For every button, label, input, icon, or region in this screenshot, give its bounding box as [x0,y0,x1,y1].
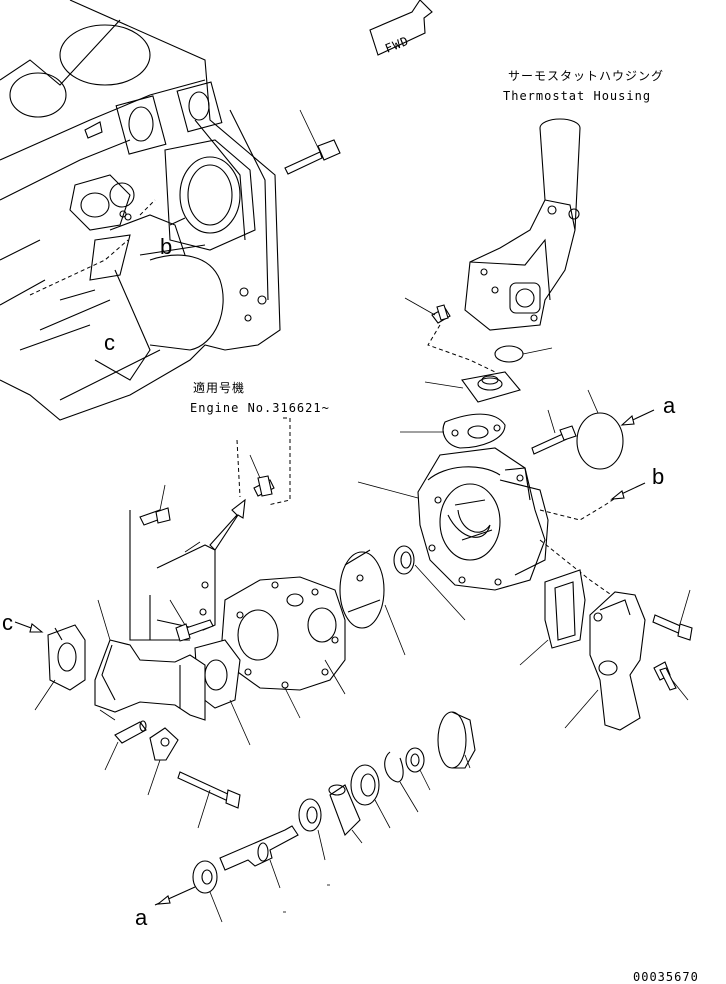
outlet-elbow [564,591,646,731]
pump-cover-plate [221,576,346,719]
housing-bolt [404,297,496,373]
fwd-label: FWD [383,34,411,56]
callout-a-lower: a [135,905,148,930]
thermostat-gasket [400,413,506,449]
o-ring-large [576,412,624,470]
drive-gear [437,711,476,769]
elbow-pipe [94,599,206,721]
callout-b-top: b [160,234,172,259]
bolt-right-upper [652,589,693,641]
callout-a-upper: a [663,393,676,418]
cover-plate [156,541,216,631]
pin [104,720,147,771]
bearing-large [350,764,391,829]
thermostat-housing-en: Thermostat Housing [503,89,651,103]
water-pump-body [357,447,641,616]
engine-note-jp: 適用号機 [193,380,245,395]
impeller [339,549,406,656]
bolt-left-upper [139,484,171,526]
engine-block [0,0,281,421]
drawing-number: 00035670 [633,970,699,984]
arrow-a-right [620,409,655,426]
bolt-cover [169,599,214,642]
bracket [147,727,179,796]
callout-b-right: b [652,464,664,489]
arrow-a-bottom [154,886,196,906]
mechanical-seal [393,545,466,621]
callout-c-top: c [104,330,115,355]
washer [405,747,431,791]
o-ring-small [494,345,524,363]
bolt-right-lower [653,661,689,701]
inlet-connector [34,624,86,711]
oil-seal [192,860,223,923]
thermostat [424,371,521,403]
snap-ring [384,751,419,813]
arrow-c-left [14,621,44,633]
thermostat-housing [464,118,581,331]
thermostat-housing-jp: サーモスタットハウジング [508,69,664,83]
bolt-mid [531,409,577,455]
spacer-sleeve [328,784,363,844]
outlet-gasket [519,569,586,666]
bolt-top [284,109,341,175]
engine-note-en: Engine No.316621~ [190,401,330,415]
direction-arrow [209,498,246,551]
long-bolt [177,771,241,829]
callout-c-left: c [2,610,13,635]
bolt-serial [249,454,275,497]
bearing-small [298,798,326,861]
fwd-arrow-icon: FWD [369,0,433,56]
pump-shaft [219,825,299,889]
